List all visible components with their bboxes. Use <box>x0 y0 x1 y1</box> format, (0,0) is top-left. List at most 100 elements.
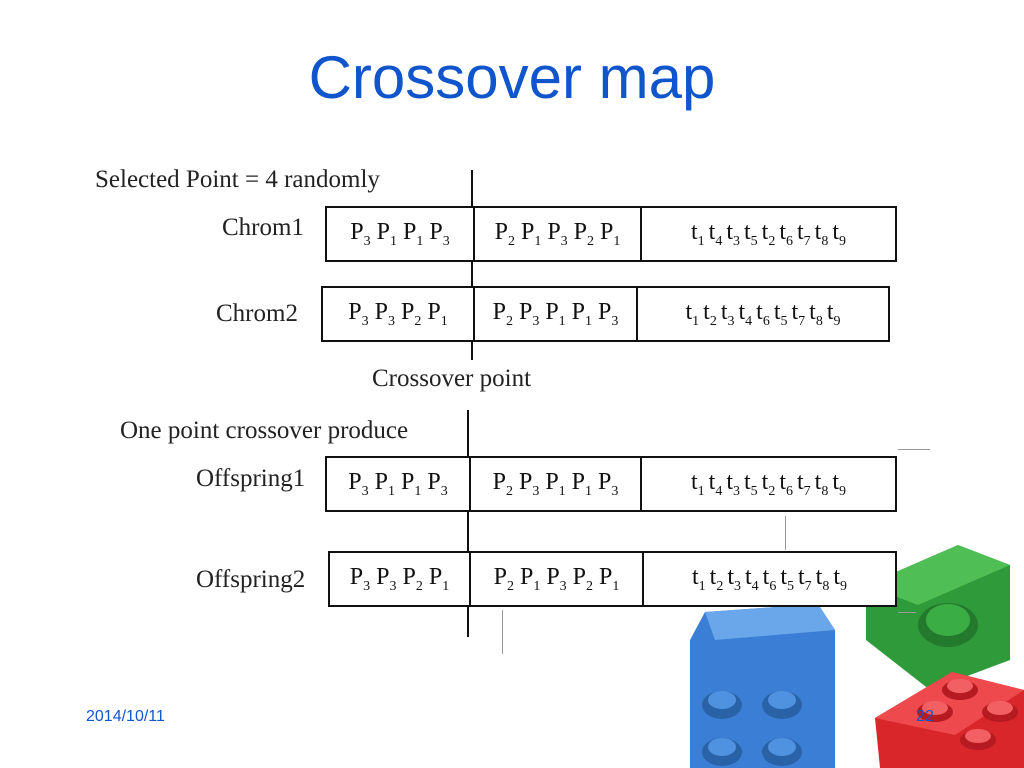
gene-token: P1 <box>520 218 542 249</box>
gene-token: t1 <box>691 563 706 594</box>
gene-token: P2 <box>572 563 594 594</box>
gene-token: t3 <box>726 218 740 249</box>
gene-token: t5 <box>773 298 788 329</box>
gene-token: P2 <box>573 218 595 249</box>
gene-token: P2 <box>492 298 513 329</box>
gene-token: P2 <box>402 563 423 594</box>
gene-token: P1 <box>427 298 448 329</box>
guide-line <box>898 612 916 613</box>
guide-line <box>502 610 503 654</box>
green-block-icon <box>866 545 1010 690</box>
gene-token: t2 <box>761 218 776 249</box>
gene-token: t3 <box>720 298 735 329</box>
gene-token: P3 <box>547 218 568 249</box>
red-block-icon <box>875 672 1024 768</box>
gene-token: P1 <box>571 298 593 329</box>
gene-token: t8 <box>815 563 830 594</box>
gene-token: t5 <box>780 563 794 594</box>
gene-token: P1 <box>374 468 395 499</box>
gene-token: P3 <box>350 218 371 249</box>
gene-token: P3 <box>598 298 619 329</box>
gene-token: P3 <box>348 298 369 329</box>
gene-token: t4 <box>708 468 723 499</box>
gene-token: t4 <box>738 298 753 329</box>
gene-token: P2 <box>494 218 515 249</box>
gene-token: t9 <box>826 298 841 329</box>
gene-token: t1 <box>690 218 705 249</box>
selected-point-caption: Selected Point = 4 randomly <box>95 166 380 193</box>
gene-token: P1 <box>428 563 450 594</box>
gene-token: t6 <box>779 218 793 249</box>
guide-line <box>898 449 930 450</box>
gene-token: P2 <box>492 468 513 499</box>
slide-page-number: 22 <box>916 708 934 725</box>
gene-token: P3 <box>376 563 397 594</box>
gene-token: P1 <box>403 218 424 249</box>
slide-title: Crossover map <box>308 44 716 111</box>
guide-line <box>785 516 786 550</box>
gene-token: P3 <box>518 468 540 499</box>
gene-token: t6 <box>762 563 777 594</box>
gene-token: P3 <box>348 468 369 499</box>
gene-token: P1 <box>376 218 397 249</box>
blue-block-icon <box>690 604 835 768</box>
gene-token: t5 <box>743 468 758 499</box>
row-label-chrom2: Chrom2 <box>216 300 298 327</box>
gene-token: t4 <box>708 218 723 249</box>
gene-token: P1 <box>545 468 566 499</box>
gene-token: t1 <box>685 298 700 329</box>
gene-token: P3 <box>598 468 619 499</box>
gene-token: P3 <box>349 563 371 594</box>
gene-token: t5 <box>743 218 758 249</box>
crossover-point-caption: Crossover point <box>372 365 532 392</box>
gene-token: t8 <box>814 218 829 249</box>
crossover-line-parents <box>471 170 473 360</box>
slide-date: 2014/10/11 <box>86 708 165 725</box>
gene-token: P1 <box>599 563 620 594</box>
gene-token: t7 <box>797 468 811 499</box>
gene-token: t8 <box>814 468 829 499</box>
gene-token: P3 <box>518 298 540 329</box>
gene-token: t3 <box>726 468 740 499</box>
gene-token: P3 <box>546 563 567 594</box>
gene-token: t8 <box>809 298 823 329</box>
gene-token: t1 <box>690 468 705 499</box>
gene-token: P1 <box>571 468 593 499</box>
row-label-chrom1: Chrom1 <box>222 214 304 241</box>
gene-token: t6 <box>779 468 793 499</box>
gene-token: P1 <box>600 218 621 249</box>
gene-token: P3 <box>429 218 450 249</box>
gene-token: t4 <box>744 563 759 594</box>
gene-token: t7 <box>797 218 811 249</box>
gene-token: P1 <box>519 563 541 594</box>
gene-token: t3 <box>727 563 741 594</box>
gene-token: P3 <box>374 298 395 329</box>
gene-token: t9 <box>832 468 847 499</box>
gene-token: P2 <box>401 298 422 329</box>
gene-token: P1 <box>545 298 566 329</box>
row-label-offspring2: Offspring2 <box>196 566 306 593</box>
gene-token: t2 <box>703 298 717 329</box>
one-point-crossover-caption: One point crossover produce <box>120 417 409 444</box>
gene-token: t2 <box>761 468 776 499</box>
gene-token: t9 <box>833 563 848 594</box>
gene-token: P1 <box>401 468 422 499</box>
crossover-line-offspring <box>467 410 469 637</box>
gene-token: t7 <box>798 563 812 594</box>
gene-token: t6 <box>756 298 770 329</box>
gene-token: t7 <box>791 298 806 329</box>
